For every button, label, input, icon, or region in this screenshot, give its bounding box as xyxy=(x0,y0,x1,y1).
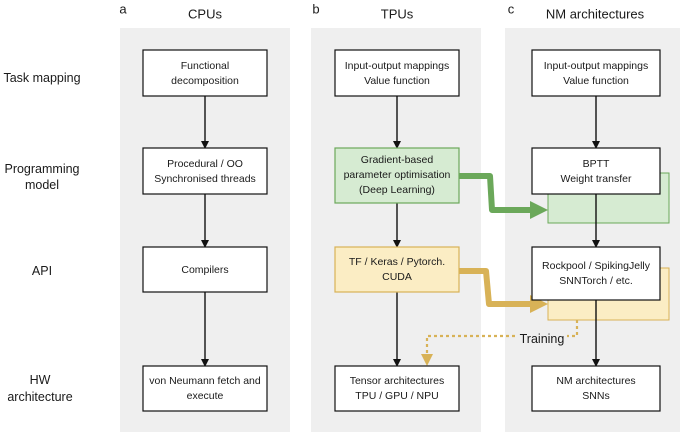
green-transfer-arrow xyxy=(457,173,548,219)
tpu-api-line-2: CUDA xyxy=(382,271,412,283)
tpu-prog-line-1: Gradient-based xyxy=(361,154,434,166)
cpu-task-line-2: decomposition xyxy=(171,75,239,87)
training-label: Training xyxy=(520,332,565,346)
cpu-api-line-1: Compilers xyxy=(181,264,228,276)
nm-api-box: Rockpool / SpikingJelly SNNTorch / etc. xyxy=(531,246,661,301)
tpu-task-line-2: Value function xyxy=(364,75,430,87)
cpu-task-box: Functional decomposition xyxy=(142,49,268,97)
cpu-hw-line-2: execute xyxy=(187,390,224,402)
cpu-prog-line-1: Procedural / OO xyxy=(167,158,243,170)
row-label-api: API xyxy=(32,264,52,278)
nm-api-line-2: SNNTorch / etc. xyxy=(559,275,633,287)
cpu-prog-box: Procedural / OO Synchronised threads xyxy=(142,147,268,195)
nm-task-box: Input-output mappings Value function xyxy=(531,49,661,97)
row-label-architecture: architecture xyxy=(7,390,72,404)
nm-prog-line-1: BPTT xyxy=(583,158,610,170)
row-label-task-mapping: Task mapping xyxy=(3,71,80,85)
nm-prog-box: BPTT Weight transfer xyxy=(531,147,661,195)
nm-hw-box: NM architectures SNNs xyxy=(531,365,661,412)
column-title-tpus: TPUs xyxy=(381,7,414,22)
nm-prog-line-2: Weight transfer xyxy=(560,173,632,185)
tpu-api-box: TF / Keras / Pytorch. CUDA xyxy=(334,246,460,293)
tpu-prog-line-3: (Deep Learning) xyxy=(359,184,435,196)
row-label-programming: Programming xyxy=(4,162,79,176)
nm-api-line-1: Rockpool / SpikingJelly xyxy=(542,260,651,272)
cpu-prog-line-2: Synchronised threads xyxy=(154,173,256,185)
panel-label-a: a xyxy=(119,2,127,17)
tpu-task-line-1: Input-output mappings xyxy=(345,60,450,72)
tpu-hw-line-1: Tensor architectures xyxy=(350,375,445,387)
column-title-cpus: CPUs xyxy=(188,7,222,22)
nm-task-line-2: Value function xyxy=(563,75,629,87)
tpu-hw-line-2: TPU / GPU / NPU xyxy=(355,390,438,402)
training-dotted-arrow xyxy=(421,320,579,366)
tpu-task-box: Input-output mappings Value function xyxy=(334,49,460,97)
panel-label-b: b xyxy=(312,2,319,17)
row-label-hw: HW xyxy=(30,373,51,387)
tpu-prog-line-2: parameter optimisation xyxy=(344,169,451,181)
cpu-hw-line-1: von Neumann fetch and xyxy=(149,375,261,387)
tpu-api-line-1: TF / Keras / Pytorch. xyxy=(349,256,445,268)
nm-task-line-1: Input-output mappings xyxy=(544,60,649,72)
training-label-bg xyxy=(517,331,567,347)
tpu-prog-box: Gradient-based parameter optimisation (D… xyxy=(334,147,460,204)
column-title-nm: NM architectures xyxy=(546,7,645,22)
nm-hw-line-1: NM architectures xyxy=(556,375,635,387)
cpu-api-box: Compilers xyxy=(142,246,268,293)
tpu-hw-box: Tensor architectures TPU / GPU / NPU xyxy=(334,365,460,412)
cpu-task-line-1: Functional xyxy=(181,60,229,72)
panel-label-c: c xyxy=(508,2,515,17)
cpu-hw-box: von Neumann fetch and execute xyxy=(142,365,268,412)
row-label-model: model xyxy=(25,178,59,192)
nm-hw-line-2: SNNs xyxy=(582,390,609,402)
